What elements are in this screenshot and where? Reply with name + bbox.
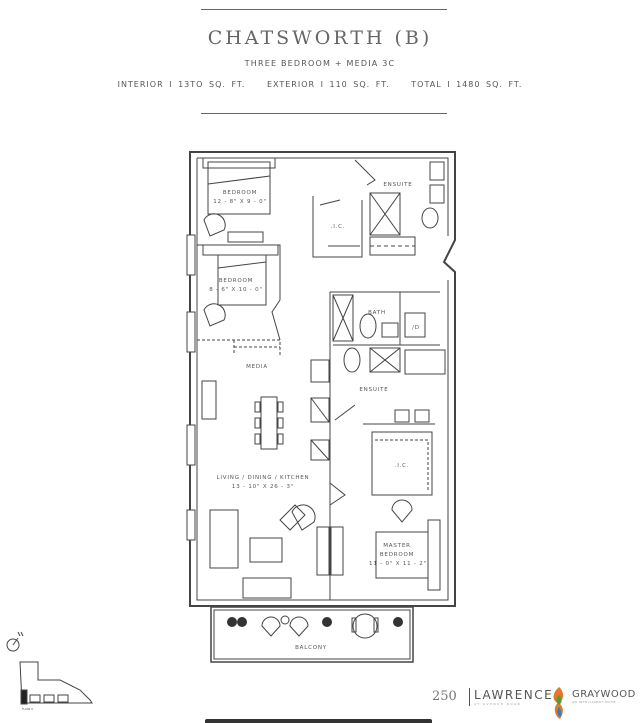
bedroom-3-label: BEDROOM <box>219 278 253 284</box>
ensuite-2-label: ENSUITE <box>359 387 388 393</box>
developer-tagline: AN INTELLIGENT MOVE <box>572 700 616 704</box>
bedroom-2-label: BEDROOM <box>223 190 257 196</box>
project-number: 250 <box>432 689 457 704</box>
media-label: MEDIA <box>246 364 268 370</box>
bedroom-2-size: 12 - 8" X 9 - 0" <box>213 199 267 205</box>
living-size: 13 - 10" X 26 - 3" <box>232 484 294 490</box>
exterior-area: EXTERIOR I 110 SQ. FT. <box>266 80 390 89</box>
key-plan-floor-label: FLOOR 8 <box>22 707 33 711</box>
graywood-leaf-icon <box>553 687 564 719</box>
balcony-label: BALCONY <box>295 645 327 651</box>
wic-2-label: .I.C. <box>395 463 410 469</box>
plan-subtitle: THREE BEDROOM + MEDIA 3C <box>244 59 396 68</box>
bedroom-3-size: 8 - 6" X 10 - 0" <box>209 287 263 293</box>
top-rule <box>201 9 447 10</box>
ensuite-1-label: ENSUITE <box>383 182 412 188</box>
wic-1-label: .I.C. <box>331 224 346 230</box>
developer-name: GRAYWOOD <box>572 689 636 700</box>
key-plan: FLOOR 8 <box>6 631 93 711</box>
laundry-label: /D <box>412 325 420 331</box>
viewer-toolbar[interactable] <box>205 719 432 723</box>
master-label-1: MASTER <box>383 543 410 549</box>
project-name: LAWRENCE <box>474 688 554 702</box>
area-summary: INTERIOR I 13TO SQ. FT. EXTERIOR I 110 S… <box>0 80 640 89</box>
bottom-rule <box>201 113 447 114</box>
balcony-furniture <box>227 617 403 627</box>
plan-title: CHATSWORTH (B) <box>207 27 433 49</box>
living-label: LIVING / DINING / KITCHEN <box>217 475 310 481</box>
developer-logo: GRAYWOOD AN INTELLIGENT MOVE <box>572 689 636 704</box>
interior-wall <box>196 157 449 601</box>
project-tagline: AT AVENUE ROAD <box>474 702 522 706</box>
exterior-wall <box>189 151 456 607</box>
project-logo: LAWRENCE AT AVENUE ROAD <box>469 688 553 706</box>
interior-area: INTERIOR I 13TO SQ. FT. <box>117 80 246 89</box>
total-area: TOTAL I 1480 SQ. FT. <box>411 80 523 89</box>
bath-label: BATH <box>368 310 386 316</box>
master-label-2: BEDROOM <box>380 552 414 558</box>
master-size: 11 - 0" X 11 - 2" <box>369 561 427 567</box>
